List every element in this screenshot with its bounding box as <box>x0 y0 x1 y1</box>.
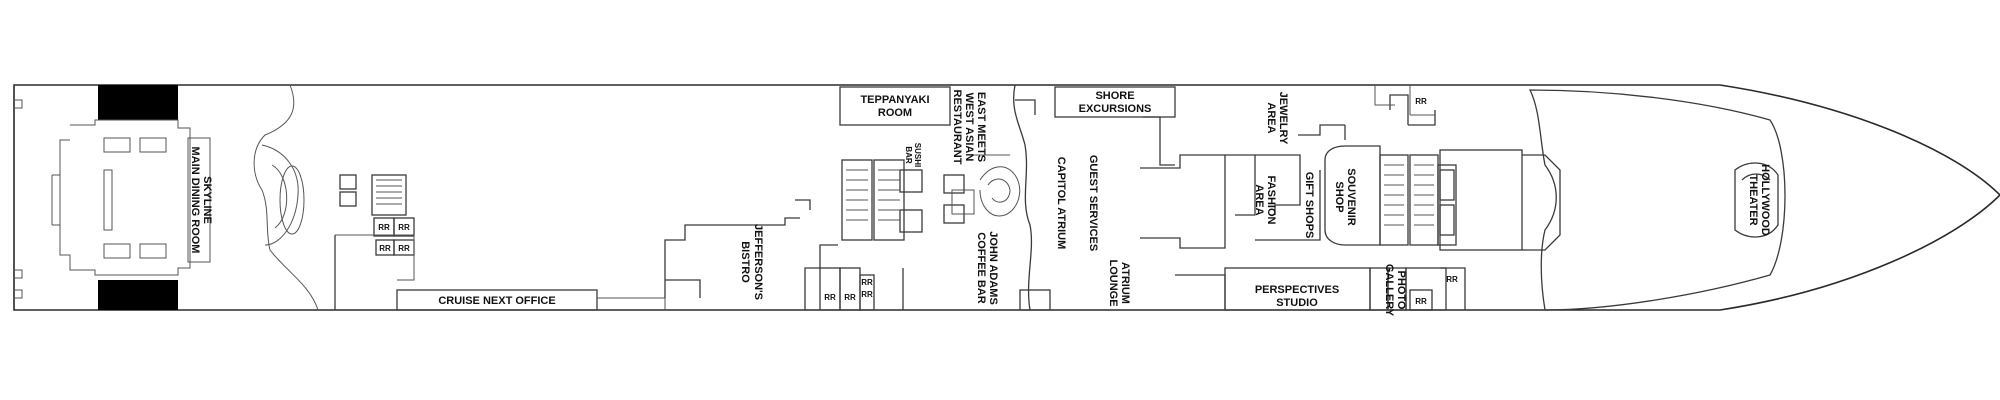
shore-excursions-partition <box>1143 116 1175 166</box>
label-west-asian: WEST ASIAN <box>963 93 975 162</box>
central-stair-lines <box>846 169 900 221</box>
aft-core <box>334 174 415 310</box>
label-excursions: EXCURSIONS <box>1079 103 1152 115</box>
shore-excursions-room <box>1054 86 1176 118</box>
label-rr: RR <box>844 293 856 302</box>
room-labels: SKYLINE MAIN DINING ROOM RR RR RR RR CRU… <box>189 90 1771 317</box>
label-gift-shops: GIFT SHOPS <box>1303 172 1315 239</box>
label-perspectives: PERSPECTIVES <box>1255 284 1339 296</box>
label-jeffersons: JEFFERSON'S <box>752 224 764 300</box>
label-studio: STUDIO <box>1276 297 1318 309</box>
label-jewelry: JEWELRY <box>1277 92 1289 145</box>
label-restaurant: RESTAURANT <box>951 90 963 165</box>
forward-stair-lines <box>1384 164 1434 226</box>
label-sushi: SUSHI <box>913 143 922 167</box>
photo-area <box>1224 267 1466 311</box>
label-east-meets: EAST MEETS <box>975 92 987 162</box>
label-capitol-atrium: CAPITOL ATRIUM <box>1055 157 1067 249</box>
aft-block-top <box>98 85 178 120</box>
ship-hull <box>13 84 2000 311</box>
stern-detail <box>14 99 23 299</box>
label-guest-services: GUEST SERVICES <box>1087 155 1099 251</box>
label-rr: RR <box>861 278 873 287</box>
label-theater: THEATER <box>1747 174 1759 225</box>
center-restrooms <box>819 267 875 311</box>
label-fashion-area: AREA <box>1253 184 1265 215</box>
label-fashion: FASHION <box>1265 176 1277 225</box>
label-rr: RR <box>398 223 410 232</box>
label-jewelry-area: AREA <box>1265 102 1277 133</box>
label-rr: RR <box>379 244 391 253</box>
aft-block-bottom <box>98 280 178 310</box>
label-rr: RR <box>861 290 873 299</box>
label-bar: BAR <box>904 146 913 164</box>
label-souvenir: SOUVENIR <box>1345 168 1357 226</box>
label-john-adams: JOHN ADAMS <box>987 231 999 305</box>
label-bistro: BISTRO <box>739 241 751 283</box>
label-rr: RR <box>1415 297 1427 306</box>
cruise-next-office-room <box>396 289 598 311</box>
label-photo: PHOTO <box>1395 271 1407 310</box>
label-souvenir-shop: SHOP <box>1333 181 1345 212</box>
forward-stair-core <box>1379 154 1457 246</box>
aft-staircase <box>253 84 319 311</box>
label-hollywood: HOLLYWOOD <box>1759 164 1771 236</box>
label-teppanyaki-room: ROOM <box>878 107 912 119</box>
jeffersons-bistro-room <box>664 199 811 298</box>
forward-partitions <box>1374 85 1435 116</box>
teppanyaki-room <box>839 86 951 126</box>
label-rr: RR <box>378 223 390 232</box>
label-rr: RR <box>398 244 410 253</box>
label-main-dining-room: MAIN DINING ROOM <box>189 147 201 254</box>
hollywood-theater-room <box>1528 89 1786 311</box>
coffee-bar-feature <box>951 154 1021 217</box>
label-skyline: SKYLINE <box>201 176 213 224</box>
label-teppanyaki: TEPPANYAKI <box>860 94 929 106</box>
label-rr: RR <box>824 293 836 302</box>
label-atrium: ATRIUM <box>1119 262 1131 304</box>
label-shore: SHORE <box>1095 90 1134 102</box>
capitol-atrium-room <box>1013 84 1051 311</box>
label-rr: RR <box>1415 97 1427 106</box>
label-rr: RR <box>1446 275 1458 284</box>
dining-room-layout <box>51 119 211 276</box>
shopping-area <box>1225 124 1346 241</box>
aft-stair-lines <box>376 179 402 205</box>
label-lounge: LOUNGE <box>1107 259 1119 306</box>
label-gallery: GALLERY <box>1383 264 1395 317</box>
label-coffee-bar: COFFEE BAR <box>975 232 987 304</box>
label-cruise-next-office: CRUISE NEXT OFFICE <box>438 295 555 307</box>
